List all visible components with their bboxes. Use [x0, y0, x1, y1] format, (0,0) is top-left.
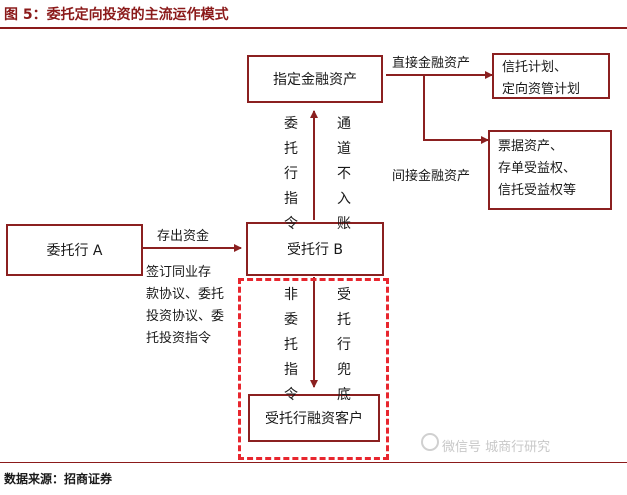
bottom-divider — [0, 462, 627, 463]
indirect-assets-label: 间接金融资产 — [392, 169, 471, 184]
designated-assets-box: 指定金融资产 — [247, 55, 383, 103]
figure-title: 图 5：委托定向投资的主流运作模式 — [4, 7, 229, 23]
agreements-line: 投资协议、委 — [146, 309, 225, 324]
indirect-arrow — [423, 75, 489, 144]
deposit-label: 存出资金 — [157, 229, 210, 244]
agreements-line: 签订同业存 — [146, 265, 212, 280]
bill-assets-box: 票据资产、 存单受益权、 信托受益权等 — [488, 130, 612, 210]
bill-assets-line: 信托受益权等 — [498, 183, 577, 198]
entrusting-bank-label: 委托行 A — [46, 243, 103, 259]
instruction-label: 委托行指令 — [284, 116, 298, 232]
channel-label: 通道不入账 — [337, 116, 351, 232]
trust-plan-line: 信托计划、 — [502, 60, 568, 75]
trust-plan-box: 信托计划、 定向资管计划 — [492, 53, 610, 99]
designated-assets-label: 指定金融资产 — [273, 72, 357, 88]
trustee-client-box: 受托行融资客户 — [248, 394, 380, 442]
bill-assets-line: 票据资产、 — [498, 139, 564, 154]
trustee-scope-dashed-frame — [238, 278, 389, 460]
non-instruction-label: 非委托指令 — [284, 287, 298, 403]
trustee-bank-label: 受托行 B — [286, 242, 344, 258]
bill-assets-line: 存单受益权、 — [498, 161, 577, 176]
agreements-line: 托投资指令 — [146, 331, 212, 346]
title-divider — [0, 27, 627, 29]
agreements-line: 款协议、委托 — [146, 287, 225, 302]
trust-plan-line: 定向资管计划 — [502, 82, 581, 97]
agreements-label: 签订同业存 款协议、委托 投资协议、委 托投资指令 — [146, 262, 224, 350]
trustee-client-label: 受托行融资客户 — [265, 411, 363, 427]
guarantee-label: 受托行兜底 — [337, 287, 351, 403]
source-note: 数据来源：招商证券 — [4, 472, 113, 486]
direct-assets-label: 直接金融资产 — [392, 56, 471, 71]
entrusting-bank-box: 委托行 A — [6, 224, 143, 276]
wechat-icon — [421, 433, 439, 451]
watermark-text: 微信号 城商行研究 — [442, 440, 551, 455]
trustee-bank-box: 受托行 B — [246, 222, 384, 276]
